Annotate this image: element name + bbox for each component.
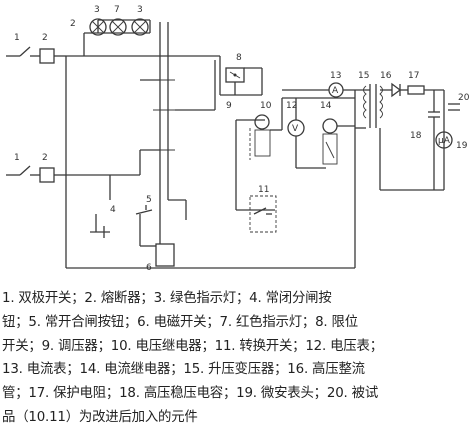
fuse-bottom (39, 167, 55, 183)
label-3b: 3 (137, 5, 143, 15)
hv-capacitor (428, 111, 440, 118)
label-19: 19 (456, 141, 468, 151)
label-1-bottom: 1 (14, 153, 20, 163)
label-15: 15 (358, 71, 369, 81)
double-pole-switch-bottom (6, 165, 40, 176)
label-12: 12 (286, 101, 297, 111)
red-indicator-lamp (109, 18, 127, 36)
label-10: 10 (260, 101, 272, 111)
label-14: 14 (320, 101, 332, 111)
nc-trip-button (90, 214, 110, 238)
hv-rectifier (391, 82, 402, 98)
caption-line-3: 开关；9. 调压器；10. 电压继电器；11. 转换开关；12. 电压表； (2, 338, 383, 354)
label-17: 17 (408, 71, 419, 81)
caption-line-4: 13. 电流表；14. 电流继电器；15. 升压变压器；16. 高压整流 (2, 362, 365, 378)
current-relay (322, 118, 338, 165)
green-indicator-lamp-1 (89, 18, 107, 36)
voltmeter-letter: V (292, 124, 299, 134)
label-2-top: 2 (42, 33, 48, 43)
label-1-top: 1 (14, 33, 20, 43)
label-20: 20 (458, 93, 470, 103)
circuit-diagram: V A (6, 5, 470, 273)
double-pole-switch-top (6, 46, 40, 57)
label-3a: 3 (94, 5, 100, 15)
label-4: 4 (110, 205, 116, 215)
microammeter: μA (435, 131, 453, 149)
limit-switch (225, 67, 245, 83)
ammeter: A (328, 82, 344, 98)
changeover-switch (249, 195, 277, 233)
microammeter-letter: μA (438, 136, 451, 146)
figure-caption: 1. 双极开关；2. 熔断器；3. 绿色指示灯；4. 常闭分闸按 钮；5. 常开… (2, 287, 472, 430)
fuse-top (39, 48, 55, 64)
label-13: 13 (330, 71, 341, 81)
voltage-relay (249, 114, 271, 160)
label-8: 8 (236, 53, 242, 63)
label-2-bottom: 2 (42, 153, 48, 163)
voltmeter: V (287, 119, 305, 137)
ammeter-letter: A (332, 86, 339, 96)
label-2-fuse: 2 (70, 19, 76, 29)
electromagnetic-switch (155, 243, 175, 267)
label-6: 6 (146, 263, 152, 273)
caption-line-5: 管；17. 保护电阻；18. 高压稳压电容；19. 微安表头；20. 被试 (2, 386, 379, 402)
no-close-button (135, 205, 153, 232)
label-11: 11 (258, 185, 269, 195)
step-up-transformer (363, 84, 383, 128)
label-9: 9 (226, 101, 232, 111)
caption-line-1: 1. 双极开关；2. 熔断器；3. 绿色指示灯；4. 常闭分闸按 (2, 291, 332, 306)
green-indicator-lamp-2 (131, 18, 149, 36)
protective-resistor (407, 85, 425, 95)
label-7: 7 (114, 5, 120, 15)
label-16: 16 (380, 71, 392, 81)
caption-line-2: 钮；5. 常开合闸按钮；6. 电磁开关；7. 红色指示灯；8. 限位 (2, 314, 358, 330)
caption-line-6: 品（10.11）为改进后加入的元件 (2, 409, 198, 425)
label-18: 18 (410, 131, 422, 141)
test-specimen (448, 103, 460, 111)
label-5: 5 (146, 195, 152, 205)
